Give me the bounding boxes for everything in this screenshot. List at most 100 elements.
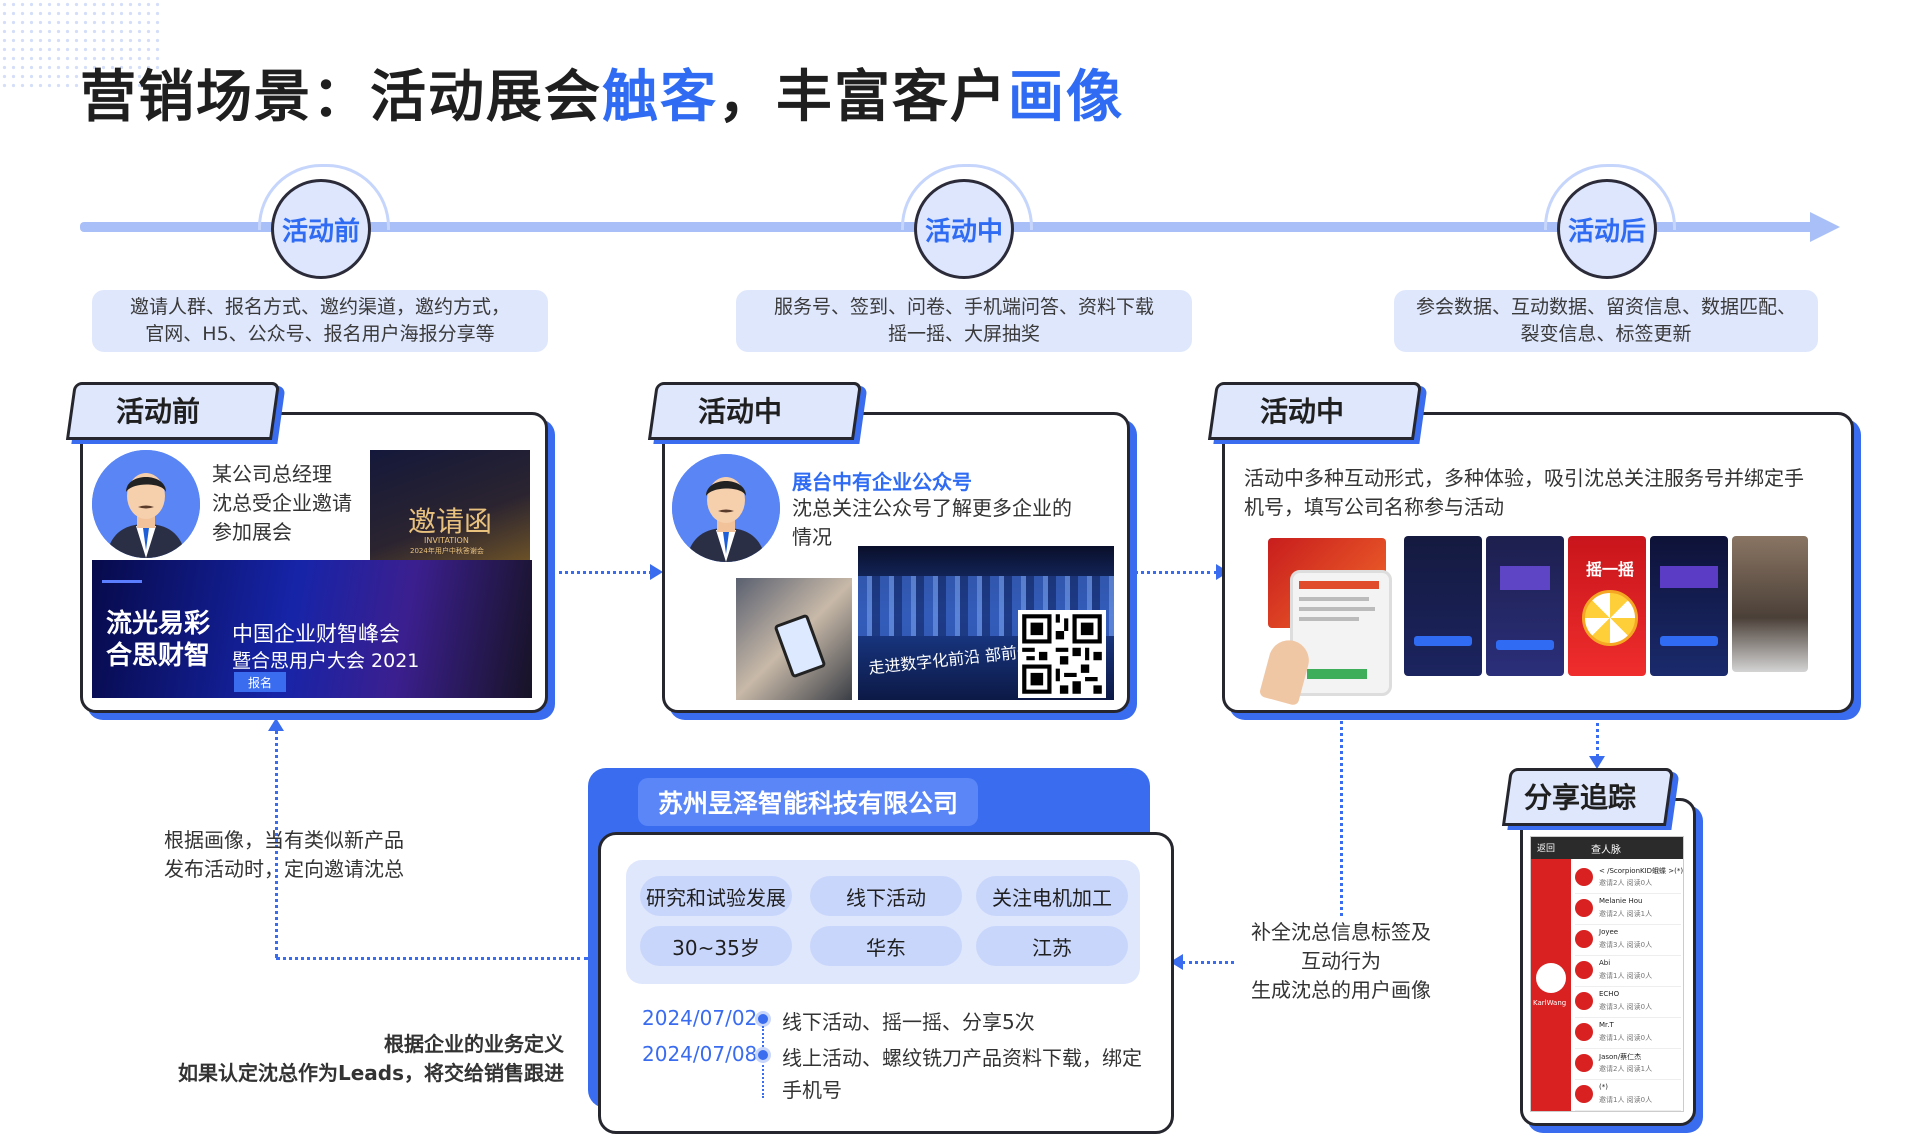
profile-tag: 关注电机加工 — [976, 876, 1128, 916]
event-photo-screenshot — [1732, 536, 1808, 672]
tab-before-label: 活动前 — [116, 395, 201, 428]
connector-left-up — [275, 730, 278, 958]
note-right: 补全沈总信息标签及 互动行为 生成沈总的用户画像 — [1236, 918, 1446, 1005]
card-interact-text: 活动中多种互动形式，多种体验，吸引沈总关注服务号并绑定手 机号，填写公司名称参与… — [1244, 464, 1834, 522]
banner-logo-line: 流光易彩 — [106, 609, 211, 639]
event-banner-image: 流光易彩 合思财智 中国企业财智峰会 暨合思用户大会 2021 报名 — [92, 560, 532, 698]
contact-avatar — [1575, 930, 1593, 948]
phone-form-line — [1299, 581, 1379, 589]
contact-stats: 邀请2人 阅读0人 — [1599, 879, 1653, 887]
arrow-right-icon — [650, 564, 663, 580]
page-title: 营销场景：活动展会触客，丰富客户画像 — [80, 52, 1124, 133]
contact-stats: 邀请3人 阅读0人 — [1599, 1003, 1653, 1011]
timeline-dot-icon — [755, 1011, 771, 1027]
avatar — [672, 454, 780, 562]
prize-wheel-icon — [1582, 590, 1638, 646]
contact-name: Mr.T — [1599, 1021, 1614, 1029]
event-date: 2024/07/08 — [642, 1042, 758, 1066]
arrow-down-icon — [1589, 756, 1605, 769]
interaction-screenshot-3 — [1486, 536, 1564, 676]
share-list-row[interactable]: Mr.T 邀请1人 阅读0人 — [1575, 1018, 1681, 1049]
invitation-image: 邀请函 INVITATION 2024年用户中秋答谢会 — [370, 450, 530, 560]
note-line: 生成沈总的用户画像 — [1251, 978, 1431, 1002]
banner-register-button[interactable]: 报名 — [234, 672, 286, 692]
share-header-title: 查人脉 — [1591, 845, 1621, 856]
booth-screen-image: 走进数字化前沿 部前景 — [858, 546, 1114, 700]
contact-avatar — [1575, 992, 1593, 1010]
text-line: 沈总受企业邀请 — [212, 491, 352, 515]
contact-name: Joyee — [1599, 928, 1619, 936]
dot-pattern-decoration — [0, 0, 160, 90]
timeline-desc-during: 服务号、签到、问卷、手机端问答、资料下载 摇一摇、大屏抽奖 — [736, 290, 1192, 352]
timeline-node-during: 活动中 — [914, 179, 1014, 279]
share-list-row[interactable]: < /ScorpionKID蛾蝶 >(*) 邀请2人 阅读0人 — [1575, 863, 1684, 894]
card-before-text: 某公司总经理 沈总受企业邀请 参加展会 — [212, 460, 372, 547]
text-line: 活动中多种互动形式，多种体验，吸引沈总关注服务号并绑定手 — [1244, 466, 1804, 490]
contact-name: ECHO — [1599, 990, 1620, 998]
contact-stats: 邀请1人 阅读0人 — [1599, 972, 1653, 980]
qr-code-icon[interactable] — [1018, 610, 1106, 698]
banner-subtitle: 暨合思用户大会 2021 — [232, 650, 420, 672]
connector-to-share — [1596, 716, 1599, 758]
note-line: 根据画像，当有类似新产品 — [164, 828, 404, 852]
text-line: 情况 — [792, 525, 832, 549]
tab-share-label: 分享追踪 — [1524, 781, 1637, 814]
timeline-node-after: 活动后 — [1557, 179, 1657, 279]
timeline-desc-before: 邀请人群、报名方式、邀约渠道，邀约方式， 官网、H5、公众号、报名用户海报分享等 — [92, 290, 548, 352]
screenshot-button — [1660, 636, 1718, 646]
banner-logo-line: 合思财智 — [106, 641, 211, 671]
screenshot-banner — [1660, 566, 1718, 588]
contact-stats: 邀请1人 阅读0人 — [1599, 1096, 1653, 1104]
event-desc-multi: 线上活动、螺纹铣刀产品资料下载，绑定 手机号 — [782, 1042, 1152, 1106]
event-date: 2024/07/02 — [642, 1006, 758, 1030]
contact-name: < /ScorpionKID蛾蝶 >(*) — [1599, 867, 1684, 875]
shake-title: 摇一摇 — [1586, 560, 1635, 579]
text-line: 沈总关注公众号了解更多企业的 — [792, 496, 1072, 520]
note-line: 补全沈总信息标签及 — [1251, 920, 1431, 944]
profile-tag: 华东 — [810, 926, 962, 966]
businessman-icon — [672, 454, 780, 562]
share-list-row[interactable]: Joyee 邀请3人 阅读0人 — [1575, 925, 1681, 956]
share-list-row[interactable]: (*) 邀请1人 阅读0人 — [1575, 1080, 1681, 1111]
contact-name: Abi — [1599, 959, 1611, 967]
share-back-link[interactable]: 返回 — [1537, 844, 1556, 854]
hand-phone-image — [1290, 570, 1392, 696]
title-highlight-2: 画像 — [1008, 65, 1124, 130]
profile-tag: 江苏 — [976, 926, 1128, 966]
invitation-subtitle: INVITATION — [424, 536, 469, 545]
title-highlight-1: 触客 — [602, 65, 718, 130]
arrow-up-icon — [268, 718, 284, 731]
connector-before-to-during — [552, 571, 652, 574]
share-phone-screen: 返回 查人脉 KarlWang < /ScorpionKID蛾蝶 >(*)邀请2… — [1530, 836, 1684, 1112]
share-list-row[interactable]: ECHO 邀请3人 阅读0人 — [1575, 987, 1681, 1018]
share-list: < /ScorpionKID蛾蝶 >(*) 邀请2人 阅读0人 Melanie Ho… — [1575, 863, 1684, 1111]
card-during-text: 沈总关注公众号了解更多企业的 情况 — [792, 494, 1112, 552]
interaction-screenshot-4 — [1650, 536, 1728, 676]
invitation-subtitle-2: 2024年用户中秋答谢会 — [410, 547, 484, 555]
event-desc-line: 手机号 — [782, 1078, 842, 1102]
phone-form-line — [1299, 597, 1369, 601]
connector-profile-to-left — [276, 957, 588, 960]
share-list-row[interactable]: Jason/蔡仁杰邀请2人 阅读1人 — [1575, 1049, 1681, 1080]
desc-line: 官网、H5、公众号、报名用户海报分享等 — [145, 323, 495, 345]
note-line: 如果认定沈总作为Leads，将交给销售跟进 — [177, 1061, 564, 1085]
desc-line: 邀请人群、报名方式、邀约渠道，邀约方式， — [129, 296, 510, 318]
note-line: 发布活动时，定向邀请沈总 — [164, 857, 404, 881]
text-line: 机号，填写公司名称参与活动 — [1244, 495, 1504, 519]
desc-line: 裂变信息、标签更新 — [1520, 323, 1692, 345]
share-list-row[interactable]: Abi 邀请1人 阅读0人 — [1575, 956, 1681, 987]
timeline-desc-after: 参会数据、互动数据、留资信息、数据匹配、 裂变信息、标签更新 — [1394, 290, 1818, 352]
contact-stats: 邀请3人 阅读0人 — [1599, 941, 1653, 949]
timeline-node-label: 活动后 — [1567, 216, 1646, 247]
contact-avatar — [1575, 899, 1593, 917]
contact-stats: 邀请1人 阅读0人 — [1599, 1034, 1653, 1042]
event-desc-line: 线上活动、螺纹铣刀产品资料下载，绑定 — [782, 1046, 1142, 1070]
contact-name: (*) — [1599, 1083, 1608, 1091]
desc-line: 参会数据、互动数据、留资信息、数据匹配、 — [1415, 296, 1796, 318]
connector-note-to-profile — [1182, 961, 1234, 964]
desc-line: 服务号、签到、问卷、手机端问答、资料下载 — [773, 296, 1154, 318]
profile-tag: 30~35岁 — [640, 926, 792, 966]
desc-line: 摇一摇、大屏抽奖 — [887, 323, 1040, 345]
screen-caption: 走进数字化前沿 部前景 — [867, 641, 1034, 678]
